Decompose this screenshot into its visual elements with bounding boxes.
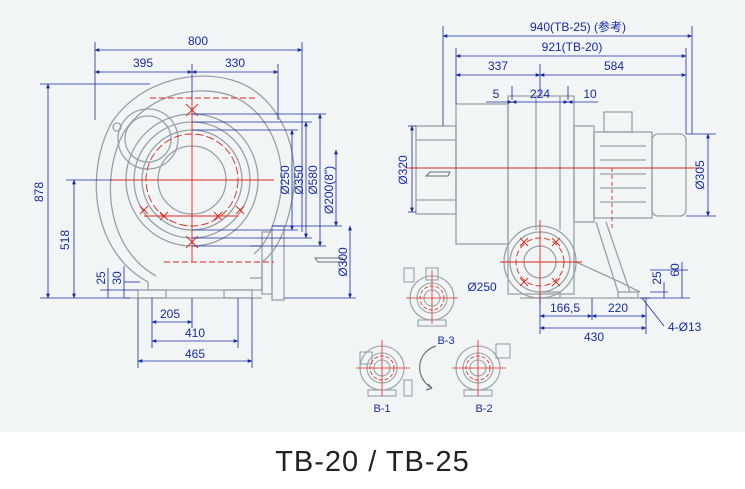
variant-b2: B-2 [452, 340, 511, 415]
label-b2: B-2 [475, 403, 492, 415]
dim-25-front: 25 [94, 271, 108, 285]
dia-250-front: Ø250 [278, 165, 292, 195]
dim-30-front: 30 [110, 271, 124, 285]
side-dimension-labels: 940(TB-25) (参考) 921(TB-20) 337 584 5 224… [396, 19, 707, 344]
dia-320: Ø320 [396, 155, 410, 185]
front-housing [95, 75, 296, 301]
side-view: 940(TB-25) (参考) 921(TB-20) 337 584 5 224… [396, 19, 716, 344]
front-dimension-labels: 800 395 330 878 518 25 30 205 410 465 Ø2… [32, 34, 350, 361]
inlet-handle [424, 171, 451, 177]
dim-878: 878 [32, 182, 46, 202]
dim-60: 60 [668, 263, 682, 277]
outlet-handle [314, 257, 348, 263]
dia-305: Ø305 [693, 160, 707, 190]
dia-350: Ø350 [292, 165, 306, 195]
holes-4-d13: 4-Ø13 [668, 320, 702, 334]
variant-b1: B-1 [356, 340, 413, 415]
dim-800: 800 [188, 34, 208, 48]
dim-205: 205 [160, 307, 180, 321]
dim-465: 465 [185, 347, 205, 361]
dim-584: 584 [604, 59, 624, 73]
side-dimension-lines [408, 26, 716, 334]
technical-drawing: 800 395 330 878 518 25 30 205 410 465 Ø2… [32, 19, 716, 415]
dim-330: 330 [225, 56, 245, 70]
variant-b3: B-3 [403, 267, 458, 347]
dia-200: Ø200(8") [322, 166, 336, 214]
dim-224: 224 [530, 87, 550, 101]
dim-5: 5 [493, 87, 500, 101]
side-housing [415, 95, 687, 299]
dim-430: 430 [584, 330, 604, 344]
dim-921: 921(TB-20) [542, 40, 603, 54]
dim-25-side: 25 [650, 271, 664, 285]
rotation-arrow-icon [419, 345, 437, 391]
label-b1: B-1 [373, 403, 390, 415]
dia-300: Ø300 [336, 247, 350, 277]
dim-410: 410 [185, 326, 205, 340]
front-dimension-lines [40, 42, 356, 368]
dim-940: 940(TB-25) (参考) [530, 19, 626, 34]
dim-518: 518 [58, 230, 72, 250]
dia-250-side: Ø250 [467, 280, 497, 294]
side-centerlines [406, 167, 700, 304]
dim-10: 10 [583, 87, 597, 101]
front-centerlines [110, 97, 274, 263]
model-caption: TB-20 / TB-25 [275, 446, 470, 478]
dim-395: 395 [133, 56, 153, 70]
label-b3: B-3 [437, 335, 454, 347]
dim-166-5: 166,5 [550, 301, 580, 315]
front-view: 800 395 330 878 518 25 30 205 410 465 Ø2… [32, 34, 356, 368]
dia-580: Ø580 [306, 165, 320, 195]
dim-220: 220 [608, 301, 628, 315]
dim-337: 337 [488, 59, 508, 73]
